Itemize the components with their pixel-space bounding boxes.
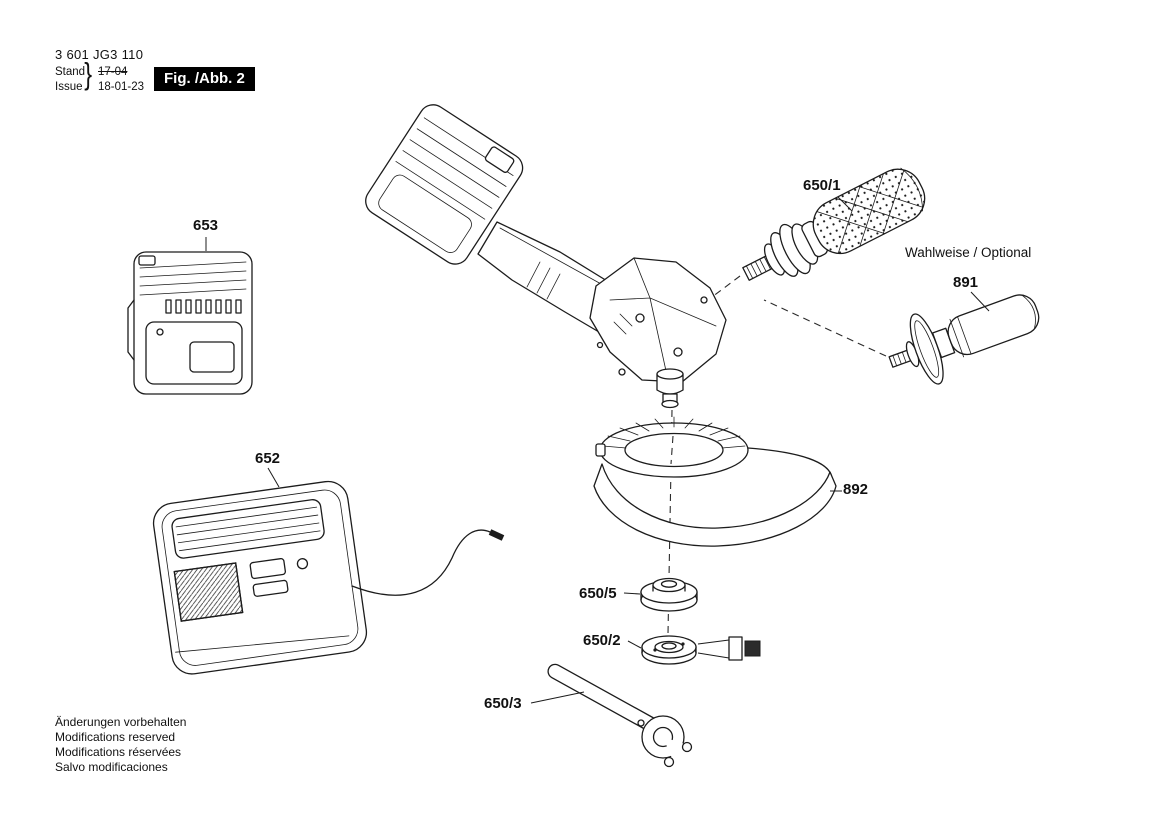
- guard-ring-inner: [624, 432, 724, 468]
- grinder-drawing: [365, 104, 727, 409]
- leader-650-3: [530, 691, 585, 704]
- head-vents: [613, 313, 633, 335]
- part-label-892: 892: [843, 481, 869, 498]
- grinder-battery-housing: [365, 104, 524, 265]
- guard-dome-edge: [747, 447, 833, 479]
- part-label-891: 891: [953, 274, 979, 291]
- thread-lines: [892, 351, 907, 367]
- pin-wrench-drawing: [547, 663, 694, 768]
- guard-drawing: [593, 416, 837, 547]
- backing-flange-drawing: [640, 577, 698, 612]
- footer-line-fr: Modifications réservées: [55, 745, 182, 759]
- aux-handle-drawing: [888, 294, 1040, 385]
- revision-brace: }: [84, 56, 93, 91]
- type-number: 3 601 JG3 110: [55, 47, 144, 62]
- leader-650-2: [627, 640, 642, 649]
- stand-date: 17-04: [98, 66, 128, 78]
- issue-label: Issue: [55, 81, 83, 93]
- part-label-650-1: 650/1: [803, 177, 841, 194]
- footer-line-de: Änderungen vorbehalten: [55, 715, 187, 729]
- aux-handle-dashed-line: [763, 299, 887, 357]
- leader-650-1: [837, 196, 853, 212]
- part-label-650-3: 650/3: [484, 695, 522, 712]
- guard-skirt: [593, 463, 837, 547]
- wrench-pin: [681, 741, 693, 753]
- part-label-652: 652: [255, 450, 281, 467]
- wrench-pin: [663, 756, 675, 768]
- leader-650-5: [623, 592, 641, 595]
- charger-cable-plug: [488, 529, 505, 541]
- stand-label: Stand: [55, 66, 86, 78]
- grip-dot-texture: [813, 169, 925, 254]
- part-label-650-2: 650/2: [583, 632, 621, 649]
- guard-clamp-tab: [595, 443, 606, 457]
- battery-pack-drawing: [127, 251, 253, 395]
- clamp-nut-drawing: [641, 635, 697, 665]
- footer-line-es: Salvo modificaciones: [55, 760, 168, 774]
- footer-line-en: Modifications reserved: [55, 730, 176, 744]
- grip-diamond-texture: [811, 161, 932, 259]
- optional-note: Wahlweise / Optional: [905, 245, 1032, 260]
- part-label-653: 653: [193, 217, 219, 234]
- guard-ring-slots: [602, 416, 746, 449]
- charger-drawing: [152, 480, 368, 675]
- motor-vents: [526, 261, 561, 300]
- part-label-650-5: 650/5: [579, 585, 617, 602]
- issue-date: 18-01-23: [98, 81, 145, 93]
- figure-box: Fig. /Abb. 2: [154, 67, 255, 91]
- gear-head: [589, 257, 727, 383]
- charger-cable: [351, 529, 491, 596]
- spindle: [656, 368, 684, 409]
- nut-orientation-icon: [697, 636, 761, 661]
- leader-891: [970, 291, 990, 312]
- thread-lines: [745, 256, 771, 279]
- leader-652: [267, 467, 280, 488]
- modifications-note: Änderungen vorbehalten Modifications res…: [55, 715, 186, 775]
- vibration-handle-drawing: [742, 161, 932, 281]
